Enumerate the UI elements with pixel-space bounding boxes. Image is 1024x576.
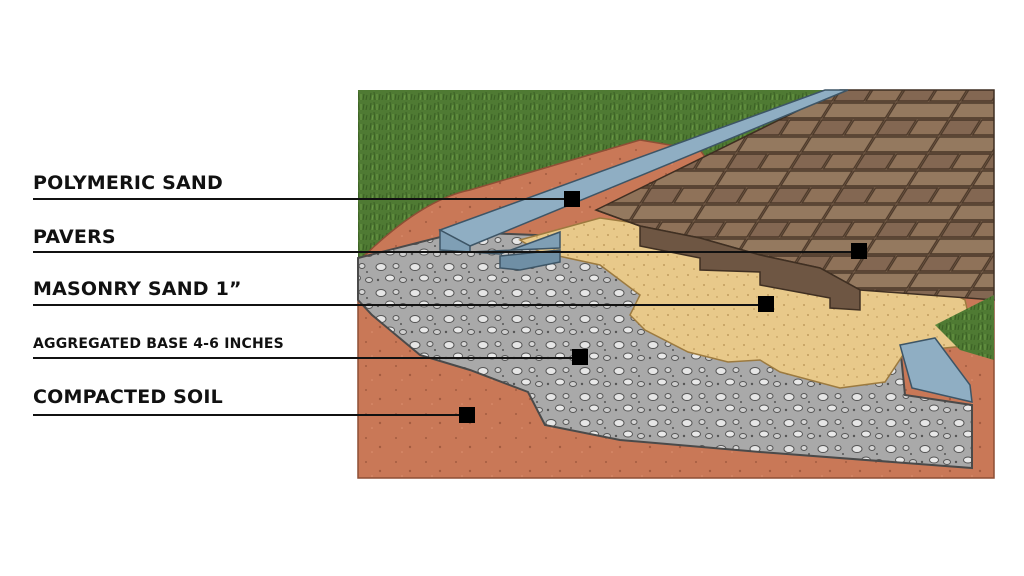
- marker-compacted-soil: [459, 407, 475, 423]
- marker-aggregated-base: [572, 349, 588, 365]
- label-compacted-soil: COMPACTED SOIL: [33, 386, 223, 408]
- label-pavers: PAVERS: [33, 226, 116, 248]
- edge-restraint-right: [899, 337, 973, 403]
- leader-compacted-soil: [33, 414, 463, 416]
- label-aggregated-base: AGGREGATED BASE 4-6 INCHES: [33, 336, 284, 352]
- marker-pavers: [851, 243, 867, 259]
- grass-right: [935, 295, 994, 360]
- label-masonry-sand: MASONRY SAND 1”: [33, 278, 242, 300]
- leader-masonry-sand: [33, 304, 763, 306]
- marker-masonry-sand: [758, 296, 774, 312]
- marker-polymeric-sand: [564, 191, 580, 207]
- leader-polymeric-sand: [33, 198, 573, 200]
- leader-pavers: [33, 251, 859, 253]
- label-polymeric-sand: POLYMERIC SAND: [33, 172, 223, 194]
- leader-aggregated-base: [33, 357, 573, 359]
